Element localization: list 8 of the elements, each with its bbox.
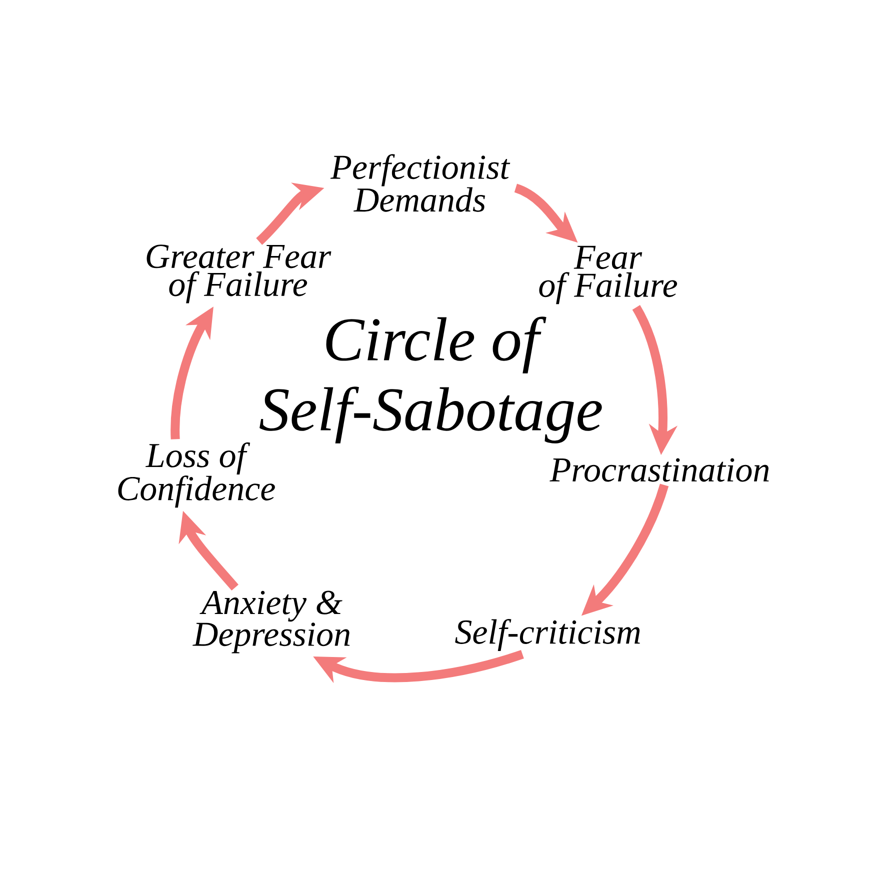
step-label: Loss of Confidence bbox=[118, 442, 275, 508]
title: Circle of Self-Sabotage bbox=[260, 316, 602, 444]
step-label: Procrastination bbox=[550, 458, 769, 482]
step-label: Self-criticism bbox=[455, 618, 640, 652]
step-label: Anxiety & Depression bbox=[192, 590, 350, 654]
step-label: Greater Fear of Failure bbox=[146, 244, 332, 304]
step-label: Perfectionist Demands bbox=[330, 154, 510, 212]
step-label: Fear of Failure bbox=[539, 246, 678, 304]
